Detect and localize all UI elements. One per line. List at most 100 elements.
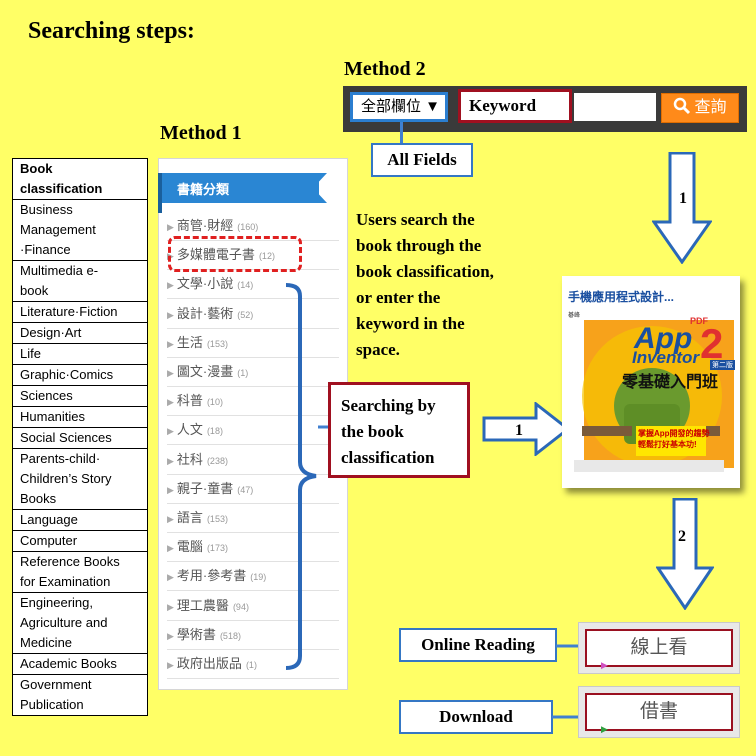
category-count: (10) (207, 397, 223, 407)
category-name: 社科 (177, 452, 203, 467)
category-count: (1) (246, 660, 257, 670)
classification-line: Language (20, 510, 147, 530)
classification-row: Computer (13, 531, 148, 552)
category-panel-header: 書籍分類 (159, 173, 319, 203)
category-name: 理工農醫 (177, 598, 229, 613)
category-name: 文學·小說 (177, 276, 233, 291)
chevron-right-icon: ▶ (167, 602, 174, 612)
classification-line: Books (20, 489, 147, 509)
classification-line: ·Finance (20, 240, 147, 260)
classification-line: Engineering, (20, 593, 147, 613)
highlight-multimedia-ebook (168, 236, 302, 272)
field-select[interactable]: 全部欄位 ▼ (350, 92, 448, 122)
book-top-text: 手機應用程式設計... (568, 288, 674, 305)
description-line: or enter the (356, 285, 536, 311)
classification-line: Sciences (20, 386, 147, 406)
keyword-input[interactable]: Keyword (458, 89, 572, 123)
chevron-right-icon: ▶ (167, 514, 174, 524)
searching-box: Searching by the book classification (328, 382, 470, 478)
book-title-inventor: Inventor (632, 348, 699, 368)
classification-line: Reference Books (20, 552, 147, 572)
chevron-right-icon: ▶ (167, 310, 174, 320)
play-icon: ▶ (601, 648, 608, 682)
chevron-right-icon: ▶ (167, 339, 174, 349)
book-subtitle: 零基礎入門班 (622, 368, 718, 392)
download-button[interactable]: ▶ 借書 (585, 693, 733, 731)
keyword-input-extension[interactable] (574, 93, 656, 121)
category-name: 親子·童書 (177, 481, 233, 496)
category-count: (153) (207, 514, 228, 524)
classification-cell: Social Sciences (13, 428, 148, 449)
classification-row: Humanities (13, 407, 148, 428)
method2-title: Method 2 (344, 58, 426, 81)
category-name: 學術書 (177, 627, 216, 642)
classification-cell: Computer (13, 531, 148, 552)
classification-row: GovernmentPublication (13, 675, 148, 716)
chevron-right-icon: ▶ (167, 631, 174, 641)
classification-line: Design·Art (20, 323, 147, 343)
category-name: 考用·參考書 (177, 568, 246, 583)
panel-header-fold (158, 173, 162, 213)
classification-cell: GovernmentPublication (13, 675, 148, 716)
classification-line: classification (20, 179, 147, 199)
page-heading: Searching steps: (28, 18, 195, 45)
classification-line: Multimedia e- (20, 261, 147, 281)
category-count: (518) (220, 631, 241, 641)
online-reading-label: Online Reading (399, 628, 557, 662)
classification-line: Graphic·Comics (20, 365, 147, 385)
classification-row: Multimedia e-book (13, 261, 148, 302)
description-line: book through the (356, 233, 536, 259)
classification-row: Graphic·Comics (13, 365, 148, 386)
classification-row: Language (13, 510, 148, 531)
download-frame: ▶ 借書 (578, 686, 740, 738)
online-reading-button[interactable]: ▶ 線上看 (585, 629, 733, 667)
search-button[interactable]: 查詢 (661, 93, 739, 123)
category-count: (160) (237, 222, 258, 232)
classification-cell: Literature·Fiction (13, 302, 148, 323)
category-name: 商管·財經 (177, 218, 233, 233)
classification-cell: Multimedia e-book (13, 261, 148, 302)
book-tagline: 輕鬆打好基本功! (638, 439, 697, 450)
classification-cell: Academic Books (13, 654, 148, 675)
category-name: 圖文·漫畫 (177, 364, 233, 379)
chevron-right-icon: ▶ (167, 222, 174, 232)
category-count: (52) (237, 310, 253, 320)
online-reading-connector (556, 642, 580, 650)
classification-line: Literature·Fiction (20, 302, 147, 322)
book-cover: 手機應用程式設計... 碁峰 App Inventor 2 PDF 零基礎入門班… (562, 276, 740, 488)
classification-line: Life (20, 344, 147, 364)
category-brace (282, 282, 322, 672)
classification-line: Computer (20, 531, 147, 551)
search-button-label: 查詢 (694, 99, 726, 116)
down-arrow-step2 (656, 498, 714, 610)
method1-title: Method 1 (160, 122, 242, 145)
classification-line: Agriculture and (20, 613, 147, 633)
book-edition: 第二版 (710, 360, 735, 370)
chevron-right-icon: ▶ (167, 660, 174, 670)
classification-cell: Graphic·Comics (13, 365, 148, 386)
category-count: (238) (207, 456, 228, 466)
online-reading-frame: ▶ 線上看 (578, 622, 740, 674)
category-count: (1) (237, 368, 248, 378)
search-icon (673, 97, 691, 115)
classification-line: Publication (20, 695, 147, 715)
chevron-right-icon: ▶ (167, 397, 174, 407)
classification-cell: Life (13, 344, 148, 365)
description-line: Users search the (356, 207, 536, 233)
category-name: 人文 (177, 422, 203, 437)
classification-row: Social Sciences (13, 428, 148, 449)
play-icon: ▶ (601, 712, 608, 746)
classification-line: Academic Books (20, 654, 147, 674)
all-fields-label: All Fields (371, 143, 473, 177)
classification-line: Humanities (20, 407, 147, 427)
category-count: (173) (207, 543, 228, 553)
book-publisher: 碁峰 (568, 310, 580, 319)
classification-line: for Examination (20, 572, 147, 592)
category-name: 科普 (177, 393, 203, 408)
all-fields-connector (400, 122, 403, 144)
